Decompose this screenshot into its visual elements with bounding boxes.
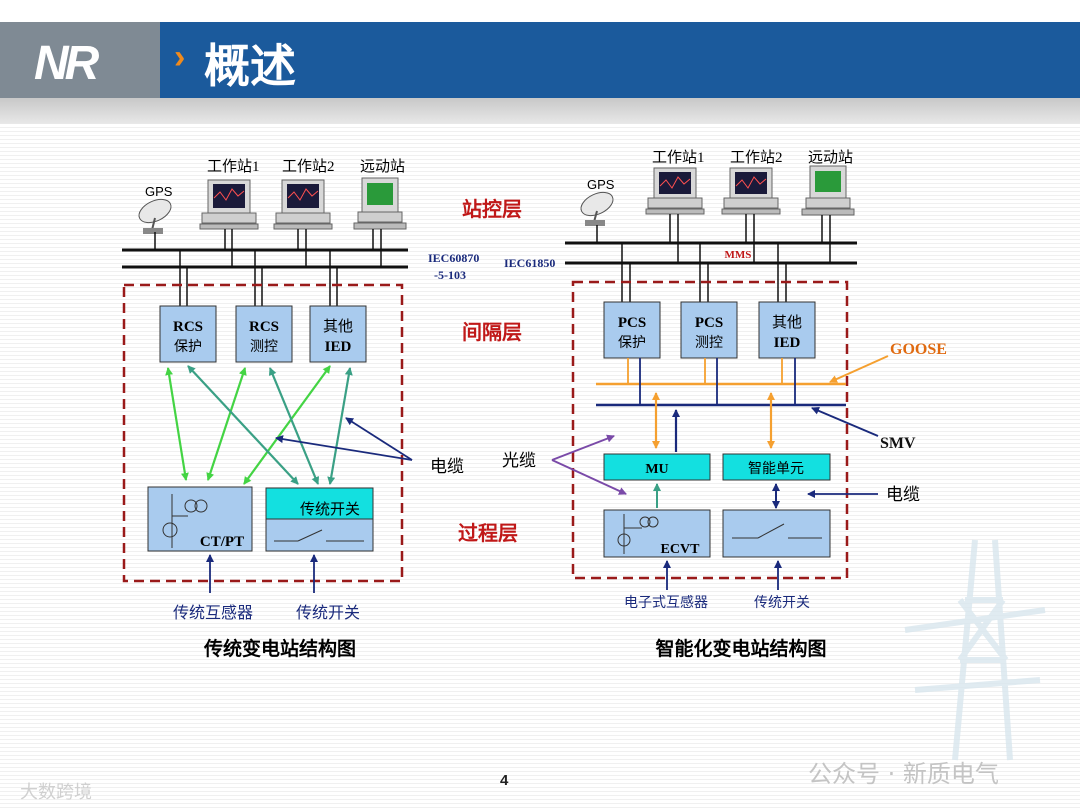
workstation-1-icon (199, 179, 259, 230)
title-arrow-icon: › (174, 38, 186, 76)
bay-boundary (571, 280, 849, 580)
rcs-protection-box: RCS 保护 (159, 305, 217, 363)
rcs-measure-box: RCS 测控 (235, 305, 293, 363)
fiber-pointer-arrows (551, 434, 627, 495)
svg-text:其他: 其他 (772, 314, 802, 331)
layer-station: 站控层 (462, 197, 522, 221)
ctpt-box: CT/PT (147, 486, 253, 552)
layer-process: 过程层 (458, 521, 518, 545)
workstation-1-icon (645, 167, 705, 215)
svg-text:保护: 保护 (618, 335, 646, 351)
remote-station-icon (801, 165, 855, 216)
cable-pointer-arrows (275, 417, 413, 461)
teal-cable-arrows (187, 365, 353, 485)
bay-boundary (122, 283, 404, 583)
pcs-protection-box: PCS 保护 (603, 301, 661, 359)
right-caption: 智能化变电站结构图 (655, 637, 826, 660)
pcs-measure-box: PCS 测控 (680, 301, 738, 359)
right-switch-box (722, 509, 831, 558)
svg-text:智能单元: 智能单元 (748, 461, 804, 477)
remote-station-label: 远动站 (808, 149, 853, 166)
left-protocol-1: IEC60870 (428, 251, 479, 265)
goose-drops (627, 358, 783, 384)
workstation-1-label: 工作站1 (652, 149, 705, 166)
svg-text:MU: MU (645, 462, 668, 477)
svg-text:PCS: PCS (618, 315, 646, 331)
workstation-2-icon (273, 179, 333, 230)
other-ied-box: 其他 IED (758, 301, 816, 359)
page-title: 概述 (204, 39, 296, 93)
logo-text: NR (34, 37, 99, 90)
tower-watermark-icon (904, 539, 1046, 761)
transformer-label: 传统互感器 (173, 604, 253, 622)
etransformer-label: 电子式互感器 (624, 594, 708, 611)
fiber-label: 光缆 (502, 451, 536, 470)
left-diagram: GPS 工作站1 工作站2 远动站 (122, 158, 479, 660)
cable-label: 电缆 (430, 457, 464, 476)
bus-drops (596, 214, 831, 302)
smv-pointer-arrow (811, 407, 879, 437)
goose-pointer-arrow (829, 355, 889, 383)
other-ied-box: 其他 IED (309, 305, 367, 363)
svg-text:其他: 其他 (323, 318, 353, 335)
green-cable-arrows (165, 365, 331, 485)
svg-text:IED: IED (774, 335, 801, 351)
right-protocol: IEC61850 (504, 256, 555, 270)
workstation-2-label: 工作站2 (282, 158, 335, 175)
gps-icon (580, 191, 614, 226)
bus-drops (154, 229, 382, 306)
svg-text:RCS: RCS (249, 319, 279, 335)
remote-station-icon (353, 177, 407, 230)
ecvt-box: ECVT (603, 509, 711, 558)
svg-text:传统开关: 传统开关 (300, 501, 360, 518)
input-arrows (663, 560, 782, 590)
smv-drops (639, 358, 796, 405)
goose-label: GOOSE (890, 341, 947, 358)
header-shadow (0, 98, 1080, 124)
watermark-right: 公众号 · 新质电气 (808, 760, 999, 788)
gps-label: GPS (145, 184, 173, 199)
svg-text:PCS: PCS (695, 315, 723, 331)
workstation-2-label: 工作站2 (730, 149, 783, 166)
svg-text:ECVT: ECVT (661, 542, 701, 557)
right-diagram: GPS 工作站1 工作站2 远动站 MMS IEC61850 (502, 149, 947, 660)
cable-label: 电缆 (886, 485, 920, 504)
svg-text:RCS: RCS (173, 319, 203, 335)
gps-label: GPS (587, 177, 615, 192)
svg-text:保护: 保护 (174, 339, 202, 355)
mu-box: MU (603, 453, 711, 481)
svg-text:CT/PT: CT/PT (200, 534, 244, 550)
switch-box: 传统开关 (265, 487, 374, 552)
left-caption: 传统变电站结构图 (203, 637, 356, 660)
svg-text:测控: 测控 (250, 339, 278, 355)
switch-label: 传统开关 (296, 604, 360, 622)
workstation-1-label: 工作站1 (207, 158, 260, 175)
gps-icon (138, 198, 172, 234)
smv-label: SMV (880, 435, 916, 452)
mms-label: MMS (725, 249, 752, 261)
workstation-2-icon (721, 167, 781, 215)
logo: NR (0, 22, 160, 98)
switch-label: 传统开关 (754, 595, 810, 611)
header-bar (0, 22, 1080, 98)
page-number: 4 (500, 772, 509, 789)
svg-text:测控: 测控 (695, 335, 723, 351)
svg-text:IED: IED (325, 339, 352, 355)
left-protocol-2: -5-103 (434, 268, 466, 282)
input-arrows (206, 554, 318, 593)
watermark-left: 大数跨境 (20, 782, 92, 803)
layer-bay: 间隔层 (462, 320, 522, 344)
smart-unit-box: 智能单元 (722, 453, 831, 481)
remote-station-label: 远动站 (360, 158, 405, 175)
